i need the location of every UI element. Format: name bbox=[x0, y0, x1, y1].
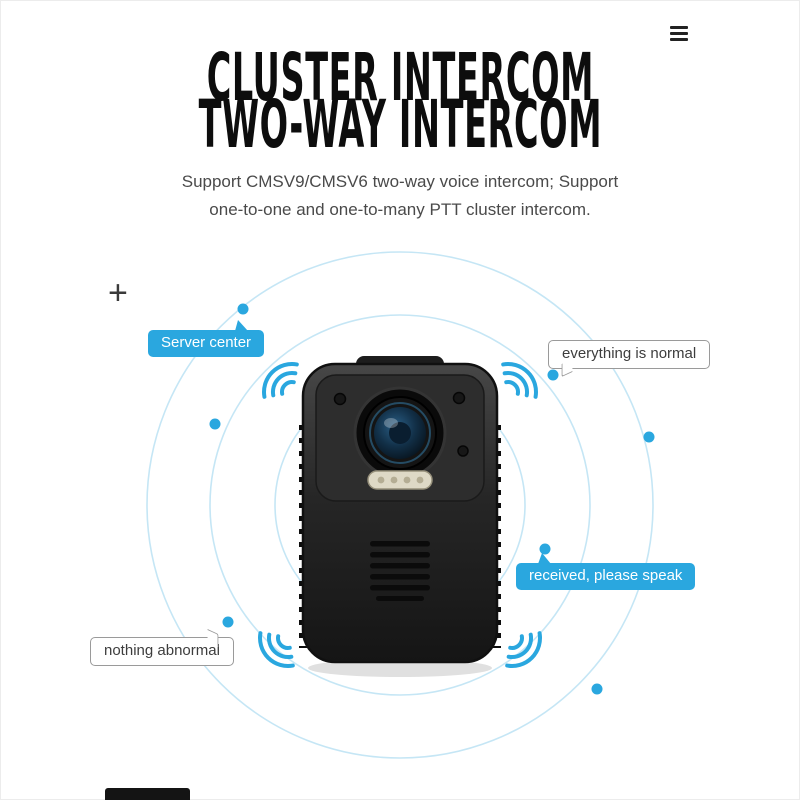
camera-lens bbox=[353, 386, 447, 480]
title-line-1: CLUSTER INTERCOM bbox=[206, 39, 594, 116]
hamburger-line bbox=[670, 32, 688, 35]
hamburger-line bbox=[670, 26, 688, 29]
signal-dot bbox=[591, 683, 603, 695]
plus-decoration: + bbox=[108, 274, 128, 312]
callout-server-center: Server center bbox=[148, 320, 265, 357]
hamburger-line bbox=[670, 38, 688, 41]
body-camera-illustration bbox=[299, 356, 501, 677]
ir-led-strip bbox=[367, 470, 433, 490]
subtitle-line-1: Support CMSV9/CMSV6 two-way voice interc… bbox=[181, 172, 619, 191]
callout-tail bbox=[538, 553, 551, 564]
callout-nothing-abnormal-label: nothing abnormal bbox=[104, 642, 220, 659]
signal-dot bbox=[222, 616, 234, 628]
signal-dots bbox=[209, 303, 655, 695]
signal-dot bbox=[547, 369, 559, 381]
wifi-waves-top-left bbox=[256, 356, 304, 404]
callout-server-center-label: Server center bbox=[161, 334, 252, 351]
camera-screw bbox=[333, 392, 347, 406]
callout-tail bbox=[235, 320, 249, 331]
page-title: CLUSTER INTERCOM TWO-WAY INTERCOM bbox=[0, 39, 800, 163]
speaker-grille bbox=[370, 541, 430, 601]
callout-everything-normal-label: everything is normal bbox=[562, 345, 697, 362]
camera-screw bbox=[457, 445, 469, 457]
callout-received-speak-label: received, please speak bbox=[529, 567, 683, 584]
camera-screw bbox=[452, 391, 466, 405]
callout-nothing-abnormal: nothing abnormal bbox=[90, 628, 234, 666]
subtitle-line-2: one-to-one and one-to-many PTT cluster i… bbox=[209, 200, 591, 220]
hamburger-menu-icon[interactable] bbox=[670, 26, 688, 44]
cropped-next-section bbox=[105, 788, 190, 800]
signal-dot bbox=[643, 431, 655, 443]
title-line-2: TWO-WAY INTERCOM bbox=[198, 86, 602, 163]
wifi-waves-top-right bbox=[496, 356, 544, 404]
subtitle: Support CMSV9/CMSV6 two-way voice interc… bbox=[0, 168, 800, 224]
signal-dot bbox=[209, 418, 221, 430]
callout-received-speak: received, please speak bbox=[516, 553, 696, 590]
callout-everything-normal: everything is normal bbox=[548, 340, 711, 378]
signal-dot bbox=[539, 543, 551, 555]
signal-dot bbox=[237, 303, 249, 315]
